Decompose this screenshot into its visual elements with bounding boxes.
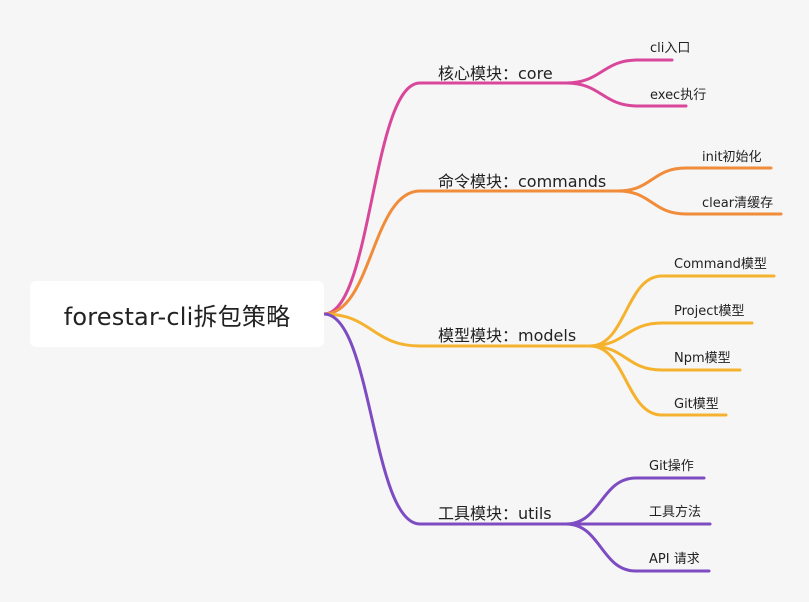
branch-models-lines — [322, 274, 776, 417]
leaf-commands-2[interactable]: clear清缓存 — [702, 196, 774, 211]
branch-core-label[interactable]: 核心模块：core — [438, 64, 553, 83]
root-node[interactable]: forestar-cli拆包策略 — [30, 281, 324, 347]
leaf-utils-2[interactable]: 工具方法 — [649, 505, 702, 520]
leaf-utils-1[interactable]: Git操作 — [649, 459, 694, 474]
leaf-commands-1[interactable]: init初始化 — [702, 150, 762, 165]
branch-utils-label[interactable]: 工具模块：utils — [438, 504, 552, 523]
leaf-models-1[interactable]: Command模型 — [674, 257, 767, 272]
branch-models-label[interactable]: 模型模块：models — [438, 326, 577, 345]
branch-commands-label[interactable]: 命令模块：commands — [438, 172, 607, 191]
leaf-models-3[interactable]: Npm模型 — [674, 351, 731, 366]
branch-commands-lines — [322, 166, 783, 316]
branch-core-lines — [322, 58, 688, 316]
leaf-models-2[interactable]: Project模型 — [674, 304, 745, 319]
leaf-utils-3[interactable]: API 请求 — [649, 552, 700, 567]
leaf-core-1[interactable]: cli入口 — [650, 41, 691, 56]
branch-utils-lines — [322, 312, 712, 573]
leaf-models-4[interactable]: Git模型 — [674, 397, 719, 412]
root-label: forestar-cli拆包策略 — [63, 302, 291, 331]
leaf-core-2[interactable]: exec执行 — [650, 88, 707, 103]
